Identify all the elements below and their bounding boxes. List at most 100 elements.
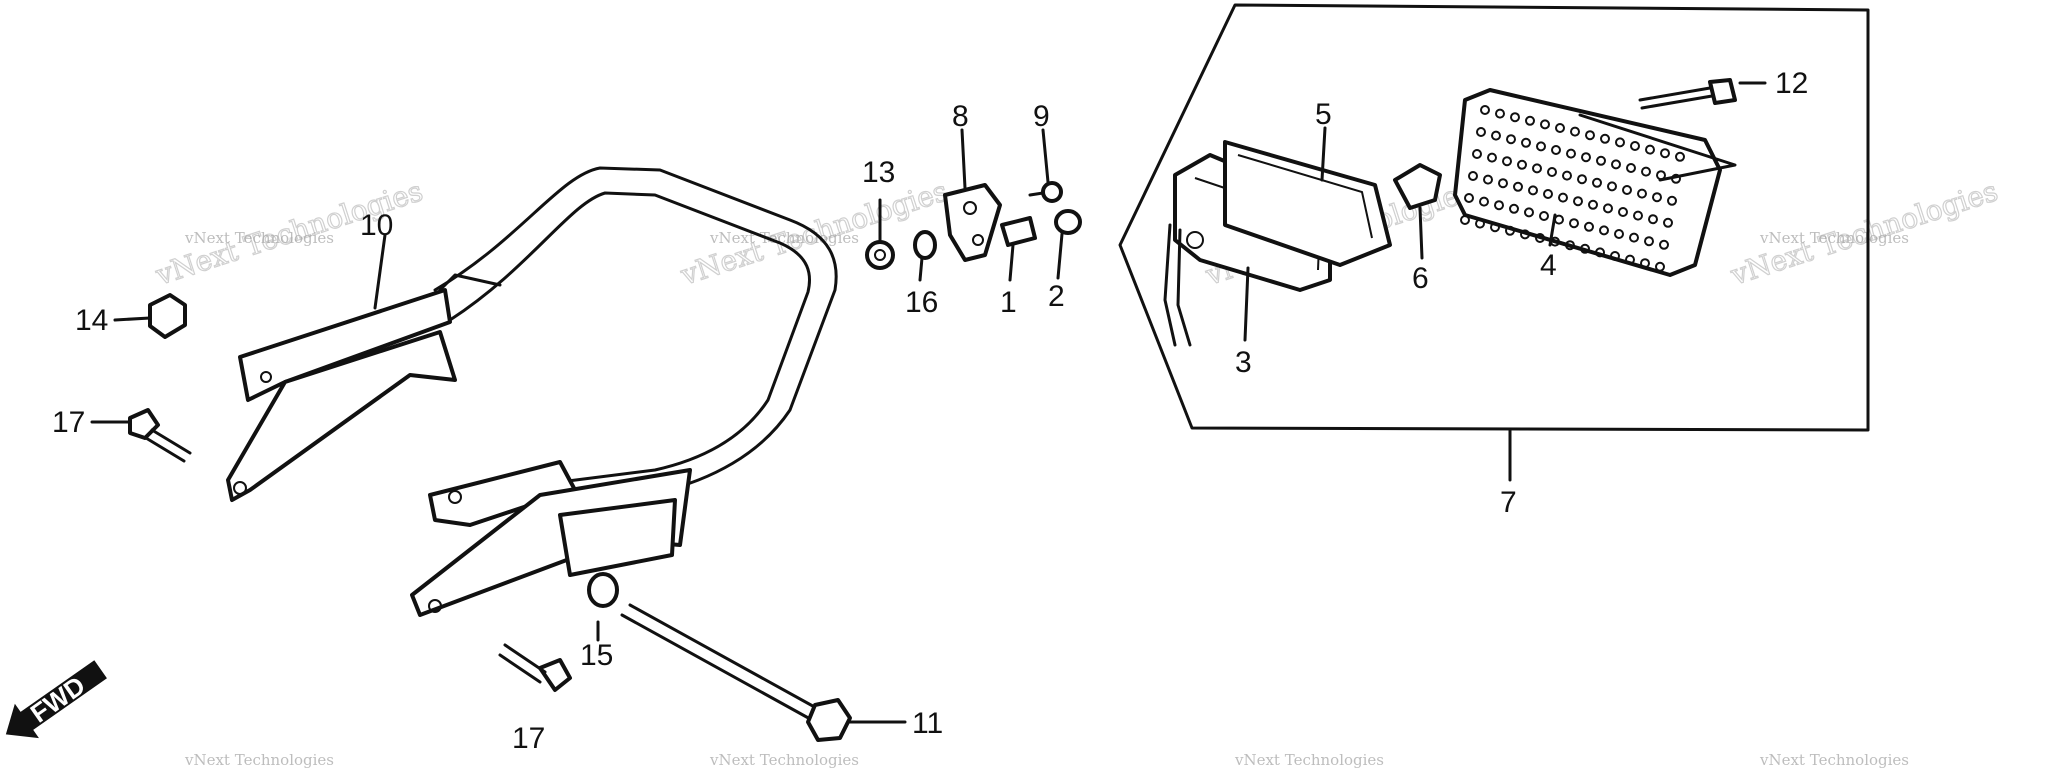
label-8: 8 (952, 100, 969, 133)
label-17-left: 17 (52, 406, 85, 439)
lens-dot (1615, 137, 1625, 148)
lens-dot (1495, 108, 1505, 119)
lens-dot (1464, 193, 1474, 203)
label-4: 4 (1540, 249, 1557, 282)
lens-dot (1652, 192, 1662, 203)
lens-dot (1566, 148, 1576, 159)
lens-dot (1490, 222, 1500, 233)
label-17-bottom: 17 (512, 722, 545, 755)
watermark-text: vNext Technologies (184, 751, 334, 768)
lens-dot (1532, 163, 1542, 174)
lens-dot (1622, 185, 1632, 195)
lens-dot (1562, 170, 1572, 181)
lens-dot (1524, 207, 1534, 218)
label-15: 15 (580, 639, 613, 672)
label-1: 1 (1000, 286, 1017, 319)
lens-dot (1468, 171, 1478, 181)
lens-dot (1509, 203, 1519, 214)
lens-dot (1520, 229, 1530, 240)
lens-dot (1569, 218, 1579, 229)
lens-dot (1502, 156, 1512, 167)
tail-light-assembly (1118, 3, 1870, 432)
label-5: 5 (1315, 98, 1332, 131)
label-6: 6 (1412, 262, 1429, 295)
label-10: 10 (360, 209, 393, 242)
lens-dot (1570, 126, 1580, 137)
lens-dot (1644, 236, 1654, 247)
lens-dot (1611, 159, 1621, 170)
part-labels: 10 14 17 13 16 8 9 1 2 5 3 6 4 12 7 15 1… (52, 67, 1808, 755)
label-3: 3 (1235, 346, 1252, 379)
lens-dot (1626, 163, 1636, 173)
lens-dot (1460, 215, 1470, 225)
lens-dot (1645, 144, 1655, 155)
lens-dot (1506, 134, 1516, 145)
lens-dot (1510, 112, 1520, 123)
lens-dot (1494, 200, 1504, 211)
lens-dot (1535, 233, 1545, 243)
watermark-text: vNext Technologies (1234, 751, 1384, 768)
watermark-text: vNext Technologies (1759, 751, 1909, 768)
lens-dot (1667, 195, 1677, 206)
label-16: 16 (905, 286, 938, 319)
watermark-text: vNext Technologies (1759, 229, 1909, 247)
lens-dot (1648, 214, 1658, 225)
lens-dot (1675, 151, 1685, 162)
lens-dot (1573, 196, 1583, 207)
lens-dot (1610, 251, 1620, 261)
lens-dot (1472, 149, 1482, 159)
lens-dot (1637, 188, 1647, 199)
lens-dot (1630, 141, 1640, 151)
label-7: 7 (1500, 486, 1517, 519)
lens-dot (1600, 133, 1610, 144)
lens-grid (1460, 105, 1685, 272)
lens-dot (1660, 148, 1670, 159)
lens-dot (1551, 145, 1561, 155)
watermark-group: vNext Technologies vNext Technologies vN… (150, 174, 2002, 769)
lens-dot (1592, 177, 1602, 188)
lens-dot (1558, 192, 1568, 203)
lens-dot (1487, 152, 1497, 163)
lens-dot (1629, 232, 1639, 243)
lens-dot (1513, 181, 1523, 192)
watermark-text: vNext Technologies (709, 229, 859, 247)
label-9: 9 (1033, 100, 1050, 133)
label-14: 14 (75, 304, 108, 337)
watermark-text: vNext Technologies (709, 751, 859, 768)
lens-dot (1536, 141, 1546, 152)
lens-dot (1580, 243, 1590, 254)
lens-dot (1555, 123, 1565, 133)
label-13: 13 (862, 156, 895, 189)
lens-dot (1505, 225, 1515, 236)
lens-dot (1596, 155, 1606, 166)
lens-dot (1528, 185, 1538, 196)
label-12: 12 (1775, 67, 1808, 100)
lens-dot (1599, 225, 1609, 236)
lens-dot (1640, 258, 1650, 269)
label-11: 11 (912, 707, 943, 740)
small-parts (128, 181, 1082, 742)
lens-dot (1663, 217, 1673, 228)
lens-dot (1625, 254, 1635, 265)
lens-dot (1581, 152, 1591, 163)
lens-dot (1618, 207, 1628, 217)
lens-dot (1588, 199, 1598, 210)
lens-dot (1633, 210, 1643, 221)
grab-rail-drawing (226, 166, 838, 617)
lens-dot (1475, 218, 1485, 229)
lens-dot (1584, 221, 1594, 232)
leader-lines (90, 81, 1767, 724)
fwd-arrow: FWD (5, 660, 107, 739)
lens-dot (1480, 105, 1490, 115)
lens-dot (1543, 189, 1553, 199)
lens-dot (1498, 178, 1508, 189)
lens-dot (1585, 130, 1595, 141)
lens-dot (1476, 127, 1486, 137)
lens-dot (1607, 181, 1617, 192)
lens-dot (1547, 167, 1557, 177)
watermark-text: vNext Technologies (184, 229, 334, 247)
lens-dot (1565, 240, 1575, 251)
lens-dot (1655, 261, 1665, 272)
lens-dot (1641, 166, 1651, 177)
